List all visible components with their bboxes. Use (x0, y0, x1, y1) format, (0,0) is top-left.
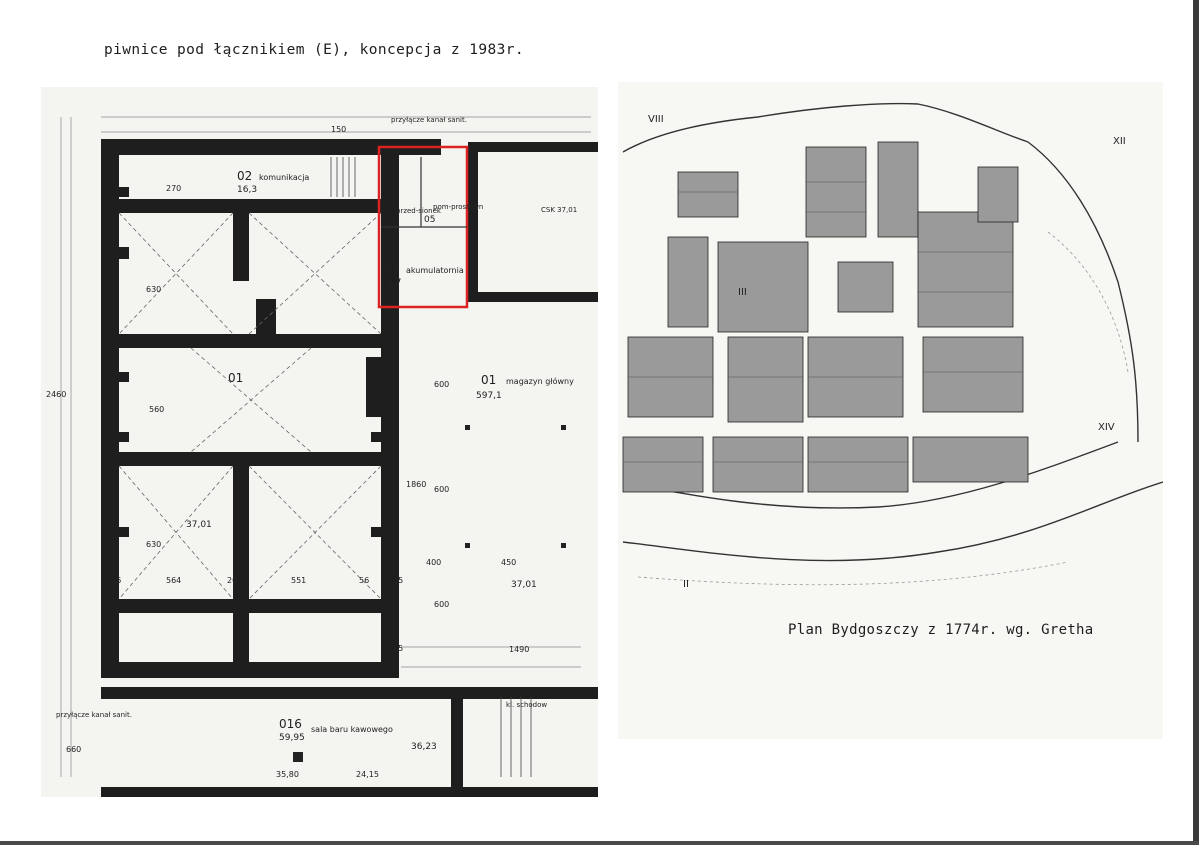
note-right: CSK 37,01 (541, 206, 577, 214)
room-01-id: 01 (228, 371, 243, 385)
map-label-xii: XII (1113, 136, 1126, 147)
dim-450: 450 (501, 558, 516, 567)
dim-560: 560 (149, 405, 164, 414)
room-04-name: przed-sionek (396, 207, 442, 215)
dim-96: 96 (111, 576, 121, 585)
elevation-4: 35,80 (276, 770, 299, 779)
city-map-sheet: VIII XII III XIV II (618, 82, 1164, 739)
dim-660: 660 (66, 745, 81, 754)
wc-note: kl. schodow (506, 701, 547, 709)
dim-150: 150 (331, 125, 346, 134)
dim-1860: 1860 (406, 480, 426, 489)
dim-56: 56 (359, 576, 369, 585)
floor-plan-sheet: 02 komunikacja 16,3 04 przed-sionek 05 p… (41, 87, 598, 797)
room-02-name: komunikacja (259, 173, 309, 182)
map-label-iii: III (738, 287, 747, 298)
room-016-area: 59,95 (279, 733, 305, 743)
elevation-3: 36,23 (411, 742, 437, 752)
room-02-id: 02 (237, 169, 252, 183)
dim-630b: 630 (146, 540, 161, 549)
dim-20: 20 (227, 576, 237, 585)
room-016-id: 016 (279, 717, 302, 731)
map-label-xiv: XIV (1098, 422, 1115, 433)
room-05-id: 05 (424, 215, 435, 225)
room-04-id: 04 (384, 215, 396, 225)
room-05-name: pom-prostown (433, 203, 483, 211)
dim-600a: 600 (434, 380, 449, 389)
dim-600c: 600 (434, 600, 449, 609)
city-map-drawing: VIII XII III XIV II (622, 102, 1164, 590)
map-label-viii: VIII (648, 114, 664, 125)
scan-edge-bottom (0, 841, 1199, 845)
map-label-ii: II (683, 579, 689, 590)
room-03-name: akumulatornia (406, 266, 464, 275)
dim-564: 564 (166, 576, 181, 585)
dim-600b: 600 (434, 485, 449, 494)
elevation-1: 37,01 (186, 520, 212, 530)
dim-400: 400 (426, 558, 441, 567)
dim-630a: 630 (146, 285, 161, 294)
dim-25b: 25 (393, 644, 403, 653)
room-02-area: 16,3 (237, 185, 257, 195)
scan-edge-right (1193, 0, 1199, 845)
elevation-5: 24,15 (356, 770, 379, 779)
page-heading: piwnice pod łącznikiem (E), koncepcja z … (104, 42, 524, 58)
floor-plan-drawing: 02 komunikacja 16,3 04 przed-sionek 05 p… (46, 116, 598, 797)
dim-2460: 2460 (46, 390, 66, 399)
room-03-area: 8,7 (387, 278, 401, 288)
dim-1490: 1490 (509, 645, 529, 654)
map-caption: Plan Bydgoszczy z 1774r. wg. Gretha (788, 622, 1094, 638)
dim-270: 270 (166, 184, 181, 193)
dim-551: 551 (291, 576, 306, 585)
dim-25a: 25 (393, 576, 403, 585)
warehouse-id: 01 (481, 373, 496, 387)
warehouse-name: magazyn główny (506, 376, 574, 386)
room-016-name: sala baru kawowego (311, 725, 393, 734)
sewer-connection-top: przyłącze kanał sanit. (391, 116, 467, 124)
warehouse-area: 597,1 (476, 391, 502, 401)
elevation-2: 37,01 (511, 580, 537, 590)
sewer-connection-bottom: przyłącze kanał sanit. (56, 711, 132, 719)
room-03-id: 03 (384, 262, 399, 276)
